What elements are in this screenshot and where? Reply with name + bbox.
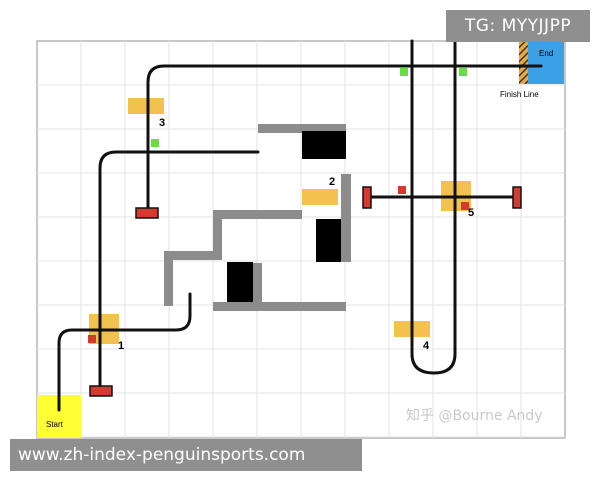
wall-left-vertical	[164, 251, 173, 306]
checkpoint-label-4: 4	[423, 340, 430, 352]
wall-step-vertical	[213, 210, 222, 260]
track-checkpoint-3-top	[146, 64, 543, 214]
wall-inner-vertical	[253, 263, 262, 311]
end-zone	[528, 42, 564, 84]
checkpoint-zone-2	[302, 189, 338, 205]
marker-red-2	[461, 202, 469, 210]
watermark-text: 知乎 @Bourne Andy	[406, 407, 543, 424]
wall-top	[258, 124, 346, 133]
tg-badge: TG: MYYJJPP	[446, 10, 590, 42]
block-top	[302, 131, 346, 159]
wall-group	[164, 124, 351, 311]
track-start-to-checkpoint-1	[57, 292, 192, 412]
checkpoint-label-1: 1	[118, 340, 124, 352]
finish-line-label: Finish Line	[500, 90, 539, 99]
grid-lines	[37, 41, 565, 438]
block-center	[227, 262, 253, 302]
checkpoint-label-2: 2	[329, 176, 335, 188]
marker-green-3	[459, 68, 467, 76]
track-start-branch	[98, 150, 260, 392]
wall-step-horizontal	[164, 251, 222, 260]
marker-bar-3	[135, 207, 159, 219]
finish-line-hatch	[519, 42, 528, 84]
wall-right-vertical	[341, 174, 351, 262]
checkpoint-label-5: 5	[468, 207, 474, 219]
track-long-vertical-left	[410, 39, 457, 375]
checkpoint-label-3: 3	[159, 117, 165, 129]
marker-bar-5-right	[512, 186, 522, 209]
wall-middle-horizontal	[213, 210, 302, 219]
marker-bar-start	[89, 385, 113, 397]
checkpoint-zone-3	[128, 98, 164, 114]
start-label: Start	[46, 420, 64, 429]
block-group	[227, 131, 346, 302]
track-lines	[57, 39, 543, 412]
marker-green-1	[151, 139, 159, 147]
wall-bottom	[213, 302, 346, 311]
marker-red-3	[88, 335, 96, 343]
marker-bar-5-left	[362, 186, 372, 209]
marker-green-2	[400, 68, 408, 76]
marker-red-1	[398, 186, 406, 194]
block-right	[316, 219, 341, 262]
end-label: End	[539, 49, 553, 58]
site-url-banner: www.zh-index-penguinsports.com	[10, 439, 362, 471]
